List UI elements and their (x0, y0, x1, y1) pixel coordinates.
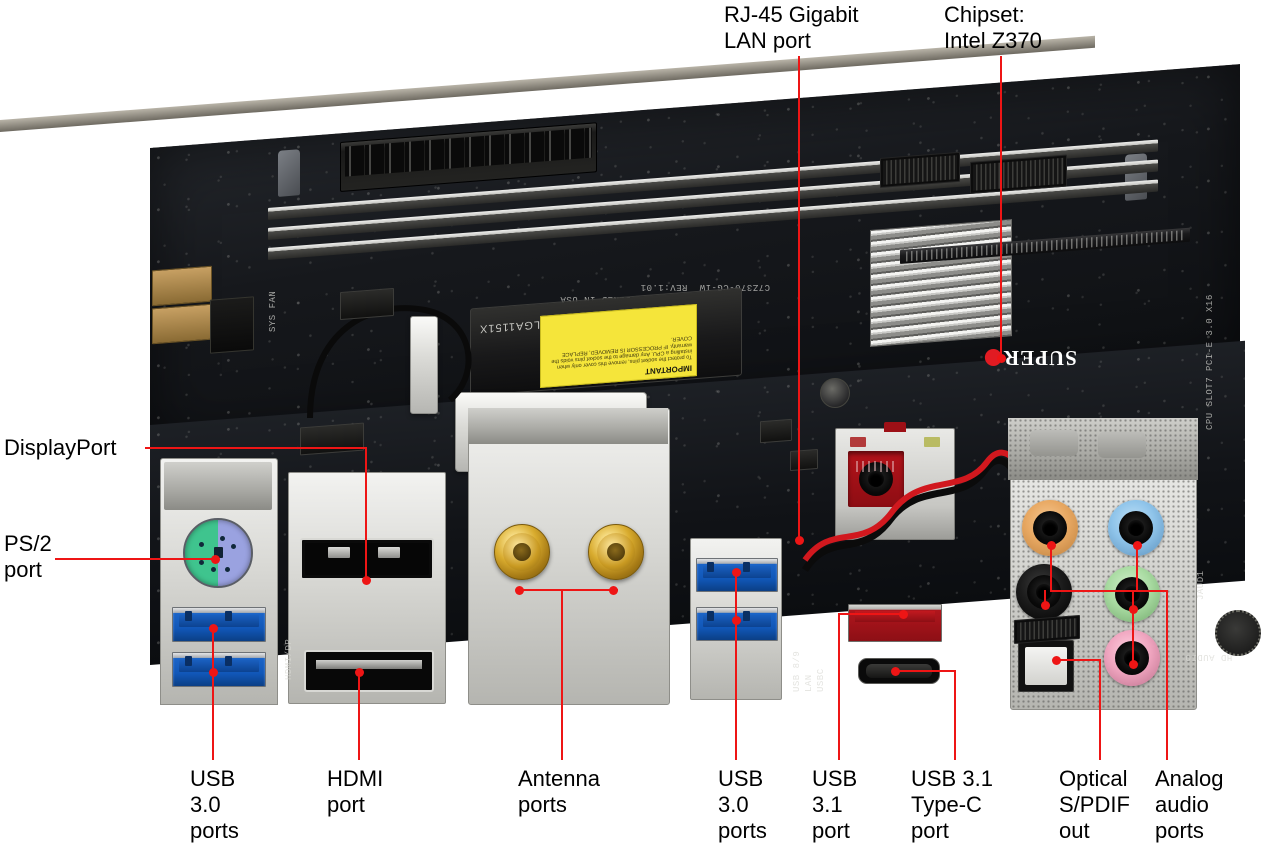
usb31-port (848, 604, 942, 642)
dimm-latch-left (278, 149, 300, 197)
displayport-port (300, 538, 434, 580)
callout-dot-spdif (1052, 656, 1061, 665)
callout-dot-audio-pink (1129, 660, 1138, 669)
silkscreen-lan: LAN (804, 674, 814, 692)
mounting-hole-audio (1215, 610, 1261, 656)
callout-dot-audio-orange (1047, 541, 1056, 550)
callout-line-antenna-v (561, 589, 563, 760)
callout-dot-usb30-mid-2 (732, 616, 741, 625)
callout-label-usb31c: USB 3.1 Type-C port (911, 766, 993, 843)
spdif-pin-header (1014, 614, 1080, 644)
optical-spdif-port (1018, 640, 1074, 692)
callout-line-audio-black (1044, 590, 1046, 606)
silkscreen-usbc: USBC (816, 668, 826, 692)
supermicro-logo-text: SUPER (1003, 346, 1077, 370)
callout-dot-usb30-mid-1 (732, 568, 741, 577)
motherboard-image: C7Z370-CG-IW REV:1.01 DESIGNED IN USA LG… (0, 35, 1280, 720)
callout-line-displayport (145, 447, 367, 449)
silkscreen-usb89: USB 8/9 (792, 650, 802, 692)
silkscreen-pcie-slot: CPU SLOT7 PCI-E 3.0 X16 (1205, 294, 1215, 430)
callout-line-hdmi (358, 672, 360, 760)
callout-label-rj45: RJ-45 Gigabit LAN port (724, 2, 859, 53)
silkscreen-sys-fan: SYS FAN (268, 290, 278, 332)
front-panel-header-1 (880, 151, 960, 188)
callout-dot-audio-green (1129, 605, 1138, 614)
socket-type-label: LGA1151X (479, 318, 541, 335)
shroud-slot-1 (1030, 430, 1078, 456)
smd-chip-3 (760, 418, 792, 444)
callout-label-usb30-left: USB 3.0 ports (190, 766, 239, 843)
sata-connector-black (210, 296, 254, 354)
callout-line-spdif-v (1099, 659, 1101, 760)
silkscreen-hdmi-dp: HDMI/DP (284, 638, 294, 680)
callout-line-ps2 (55, 558, 215, 560)
callout-line-usb30-left (212, 625, 214, 760)
callout-line-usb31-v (838, 613, 840, 760)
callout-label-usb31: USB 3.1 port (812, 766, 858, 843)
callout-dot-usb30-left-1 (209, 624, 218, 633)
callout-dot-antenna-2 (609, 586, 618, 595)
callout-line-usb30-mid (735, 572, 737, 760)
callout-line-usb31c-h (894, 670, 956, 672)
callout-label-displayport: DisplayPort (4, 435, 117, 460)
audio-jack-line-in (1108, 500, 1164, 556)
chipset-heatsink (870, 219, 1012, 347)
callout-label-chipset: Chipset: Intel Z370 (944, 2, 1042, 53)
callout-dot-usb31 (899, 610, 908, 619)
callout-dot-antenna-1 (515, 586, 524, 595)
callout-dot-chipset (997, 354, 1006, 363)
antenna-port-1 (494, 524, 550, 580)
callout-line-spdif-h (1055, 659, 1101, 661)
usb30-port-4 (696, 607, 778, 641)
smd-chip-1 (340, 287, 394, 321)
callout-label-spdif: Optical S/PDIF out (1059, 766, 1130, 843)
callout-dot-hdmi (355, 668, 364, 677)
cpu-load-lever (410, 316, 438, 414)
callout-dot-usb30-left-2 (209, 668, 218, 677)
callout-dot-ps2 (211, 555, 220, 564)
smd-chip-4 (790, 448, 818, 472)
audio-jack-center-subwoofer (1022, 500, 1078, 556)
io-shroud-wifi-top (468, 408, 668, 444)
callout-line-audio-greenpink (1132, 590, 1134, 665)
silkscreen-hd-audio: HD AUDIO (1185, 652, 1233, 662)
usb30-port-1 (172, 607, 266, 642)
callout-label-ps2: PS/2 port (4, 531, 52, 582)
smd-chip-2 (300, 422, 364, 456)
callout-line-audio-orange (1050, 545, 1052, 591)
sata-port-1 (152, 265, 212, 307)
callout-line-usb31-h (838, 613, 904, 615)
silkscreen-jaud: JAUD1 (1196, 570, 1206, 600)
callout-line-antenna-h (518, 589, 618, 591)
callout-line-usb31c-v (954, 670, 956, 760)
capacitor-1 (820, 378, 850, 408)
sata-port-2 (152, 303, 212, 345)
ps2-port (183, 518, 253, 588)
rj45-lan-port (835, 422, 955, 540)
callout-line-chipset (1000, 56, 1002, 358)
callout-line-audio-blue (1136, 545, 1138, 591)
callout-label-usb30-mid: USB 3.0 ports (718, 766, 767, 843)
callout-line-audio-stem (1166, 590, 1168, 760)
callout-dot-displayport (362, 576, 371, 585)
socket-warning-sticker: IMPORTANT To protect the socket pins, re… (540, 303, 697, 389)
hdmi-port (304, 650, 434, 692)
callout-label-antenna: Antenna ports (518, 766, 600, 817)
callout-line-audio-bus (1050, 590, 1168, 592)
callout-line-displayport-vert (365, 447, 367, 580)
io-shroud-left-top (164, 462, 272, 510)
callout-dot-audio-black (1041, 601, 1050, 610)
silkscreen-rev-text: REV:1.01 (640, 282, 688, 292)
shroud-slot-2 (1098, 432, 1146, 458)
callout-line-rj45 (798, 56, 800, 540)
callout-dot-usb31c (891, 667, 900, 676)
callout-dot-audio-blue (1133, 541, 1142, 550)
callout-dot-rj45 (795, 536, 804, 545)
callout-label-hdmi: HDMI port (327, 766, 384, 817)
antenna-port-2 (588, 524, 644, 580)
usb30-port-2 (172, 652, 266, 687)
callout-label-audio: Analog audio ports (1155, 766, 1224, 843)
